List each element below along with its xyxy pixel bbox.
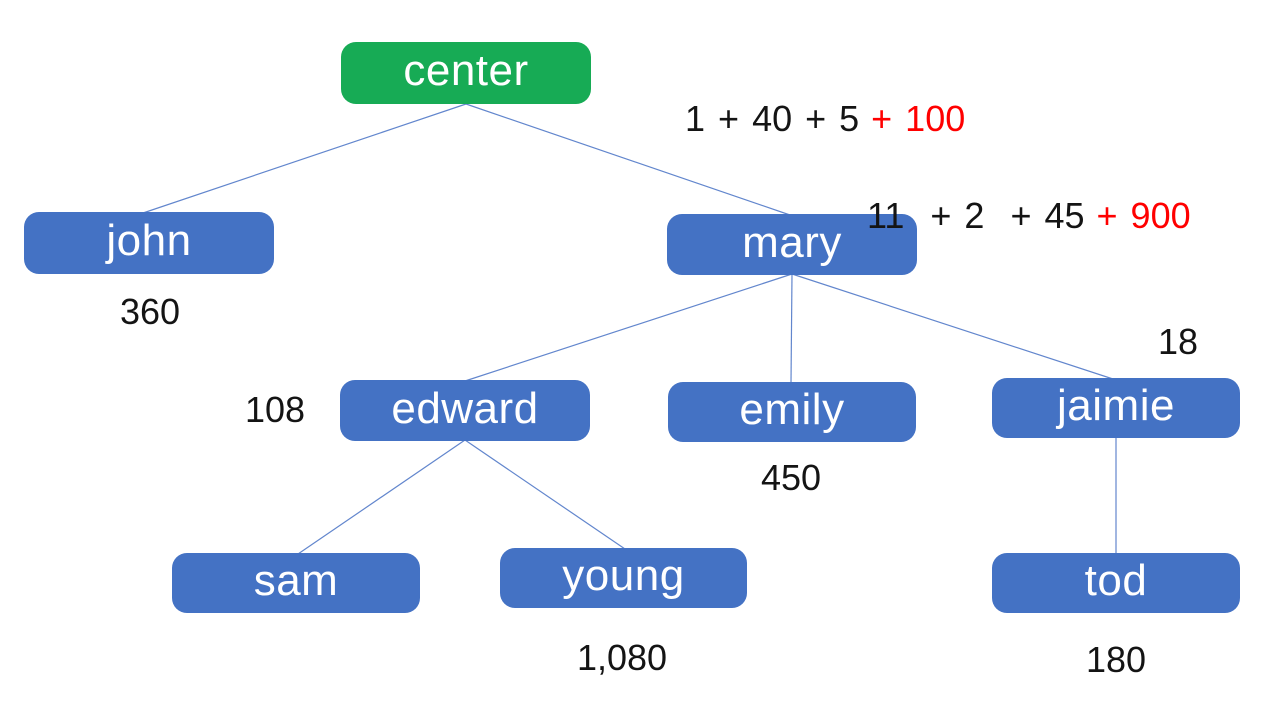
node-emily-label: emily xyxy=(739,385,845,434)
node-center: center xyxy=(341,42,591,104)
edge-center-john xyxy=(142,103,467,214)
value-john: 360 xyxy=(119,291,181,332)
node-young-label: young xyxy=(562,551,685,600)
annotation-mary-sum-black: 11 + 2 + 45 xyxy=(867,195,1085,236)
annotation-center-sum-black: 1 + 40 + 5 xyxy=(685,98,860,139)
annotation-center-sum: 1 + 40 + 5 + 100 xyxy=(633,53,965,185)
node-mary-label: mary xyxy=(742,217,842,267)
node-young: young xyxy=(500,548,747,608)
value-emily: 450 xyxy=(760,457,822,498)
annotation-mary-sum-red: + 900 xyxy=(1096,195,1191,236)
node-mary: mary xyxy=(667,214,917,275)
node-tod-label: tod xyxy=(1084,556,1148,605)
node-sam: sam xyxy=(172,553,420,613)
annotation-mary-sum: 11 + 2 + 45 + 900 xyxy=(815,150,1191,282)
node-john: john xyxy=(24,212,274,274)
node-edward: edward xyxy=(340,380,590,441)
node-jaimie-label: jaimie xyxy=(1057,381,1175,430)
value-young: 1,080 xyxy=(576,637,668,678)
value-edward: 108 xyxy=(244,389,306,430)
edge-edward-sam xyxy=(297,439,466,555)
node-john-label: john xyxy=(106,216,192,265)
edge-mary-edward xyxy=(464,273,793,382)
value-jaimie: 18 xyxy=(1157,321,1199,362)
node-center-label: center xyxy=(403,46,529,95)
node-tod: tod xyxy=(992,553,1240,613)
edge-center-mary xyxy=(465,103,791,216)
annotation-center-sum-red: + 100 xyxy=(871,98,966,139)
node-jaimie: jaimie xyxy=(992,378,1240,438)
node-sam-label: sam xyxy=(253,556,339,605)
value-tod: 180 xyxy=(1085,639,1147,680)
edge-edward-young xyxy=(464,439,626,550)
edge-mary-emily xyxy=(790,273,793,384)
node-edward-label: edward xyxy=(391,383,539,433)
edge-mary-jaimie xyxy=(791,273,1114,380)
node-emily: emily xyxy=(668,382,916,442)
